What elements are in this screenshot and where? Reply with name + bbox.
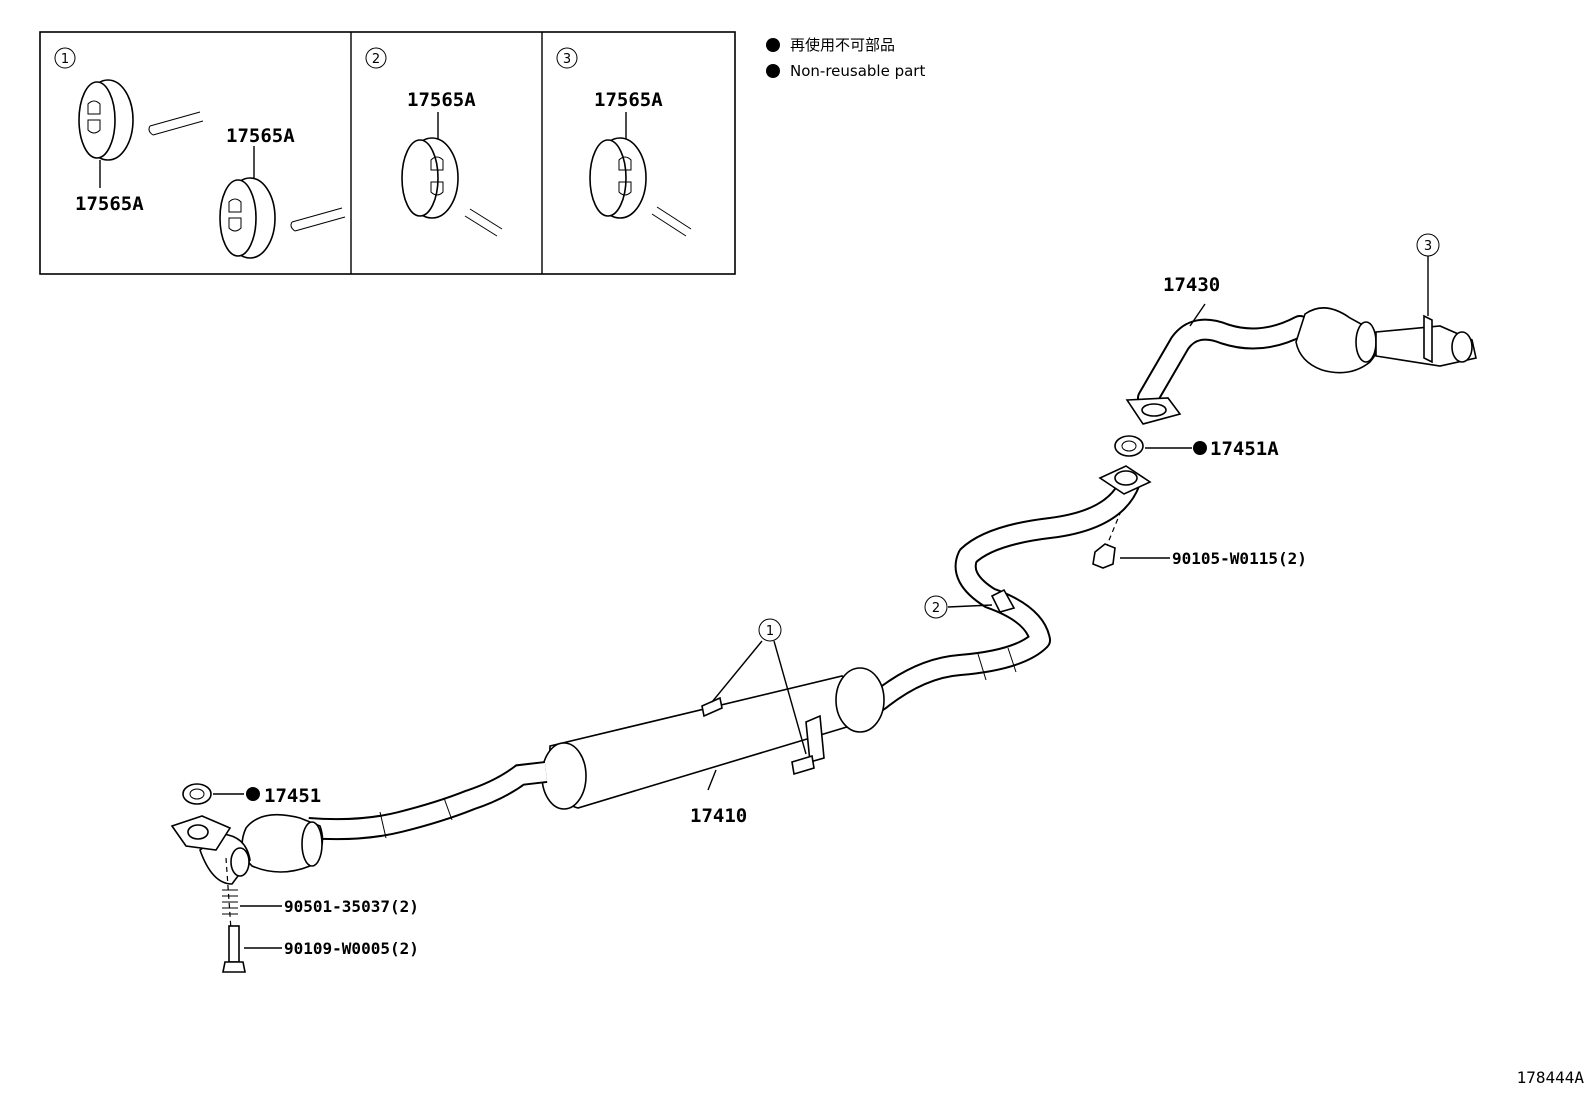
inset-panel-3-label: 17565A — [594, 89, 663, 111]
muffler-part-number: 17410 — [690, 805, 747, 827]
drawing-id: 178444A — [1516, 1068, 1584, 1087]
inset-panel-1-label-a: 17565A — [75, 193, 144, 215]
inset-panel-3: 3 17565A — [556, 47, 692, 237]
gasket-front: 17451 — [182, 783, 321, 807]
hanger-rubber-icon — [401, 137, 459, 219]
bolt-icon — [222, 925, 246, 973]
spring-icon — [222, 889, 238, 915]
legend-text-jp: 再使用不可部品 — [790, 36, 895, 54]
inset-panel-1-label-b: 17565A — [226, 125, 295, 147]
tail-pipe-assembly: 3 17430 — [1125, 233, 1477, 425]
gasket-rear-part-number: 17451A — [1210, 438, 1279, 460]
hanger-rubber-icon — [78, 79, 134, 161]
inset-panel-2-number: 2 — [372, 52, 380, 67]
legend: 再使用不可部品 Non-reusable part — [766, 36, 925, 80]
spring-part-number: 90501-35037(2) — [284, 897, 419, 916]
bolt-front-part-number: 90109-W0005(2) — [284, 939, 419, 958]
inset-panel-1: 1 17565A 17565A — [54, 47, 346, 259]
non-reusable-dot-icon — [766, 64, 780, 78]
inset-panel-2: 2 17565A — [365, 47, 503, 237]
bolt-rear: 90105-W0115(2) — [1092, 493, 1307, 569]
callout-1-number: 1 — [766, 624, 774, 639]
callout-3-number: 3 — [1424, 239, 1432, 254]
gasket-front-part-number: 17451 — [264, 785, 321, 807]
non-reusable-dot-icon — [246, 787, 260, 801]
hanger-rubber-icon — [219, 177, 276, 259]
non-reusable-dot-icon — [1193, 441, 1207, 455]
inset-panel-2-label: 17565A — [407, 89, 476, 111]
front-pipe-assembly — [170, 761, 548, 885]
spring-and-bolt-front: 90501-35037(2) 90109-W0005(2) — [222, 857, 419, 973]
inset-panels: 1 17565A 17565A 2 — [39, 31, 736, 275]
center-pipe-assembly: 2 — [861, 465, 1152, 718]
tail-pipe-part-number: 17430 — [1163, 274, 1220, 296]
inset-panel-3-number: 3 — [563, 52, 571, 67]
gasket-rear: 17451A — [1114, 435, 1279, 460]
bolt-rear-part-number: 90105-W0115(2) — [1172, 549, 1307, 568]
main-muffler: 1 17410 — [541, 618, 885, 827]
inset-panel-1-number: 1 — [61, 52, 69, 67]
hanger-rubber-icon — [589, 137, 647, 219]
callout-2-number: 2 — [932, 601, 940, 616]
non-reusable-dot-icon — [766, 38, 780, 52]
legend-text-en: Non-reusable part — [790, 62, 925, 80]
